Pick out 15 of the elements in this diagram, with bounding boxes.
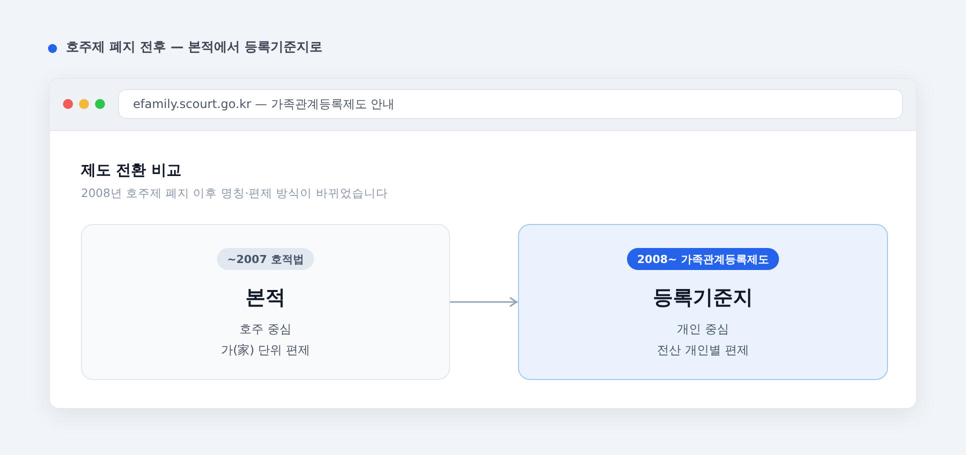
description-line: 가(家) 단위 편제 bbox=[221, 342, 310, 359]
section-subtitle: 2008년 호주제 폐지 이후 명칭·편제 방식이 바뀌었습니다 bbox=[81, 185, 388, 202]
description-line: 호주 중심 bbox=[240, 321, 292, 338]
period-tag: 2008~ 가족관계등록제도 bbox=[627, 248, 779, 270]
term-title: 본적 bbox=[246, 284, 286, 311]
section-heading: 제도 전환 비교 bbox=[81, 160, 182, 181]
description-line: 전산 개인별 편제 bbox=[657, 342, 749, 359]
comparison-card bbox=[518, 224, 888, 380]
address-bar: efamily.scourt.go.kr — 가족관계등록제도 안내 bbox=[118, 89, 903, 119]
page-title: 호주제 폐지 전후 — 본적에서 등록기준지로 bbox=[66, 39, 323, 57]
description-line: 개인 중심 bbox=[677, 321, 729, 338]
period-tag: ~2007 호적법 bbox=[217, 248, 314, 270]
comparison-card bbox=[81, 224, 450, 380]
arrow bbox=[449, 297, 518, 307]
term-title: 등록기준지 bbox=[653, 284, 753, 311]
